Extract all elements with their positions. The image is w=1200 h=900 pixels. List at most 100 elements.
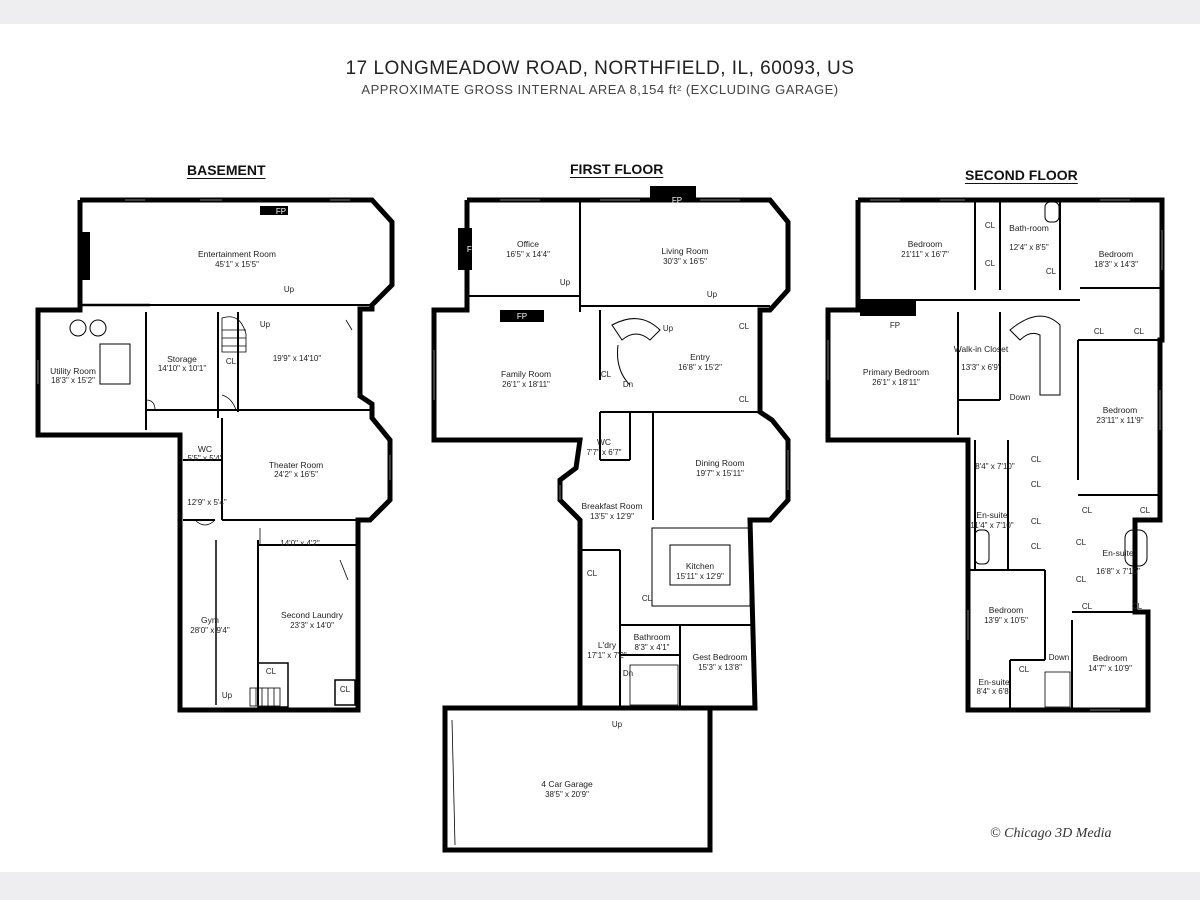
closet-label: CL xyxy=(226,357,237,366)
room-name: Bedroom xyxy=(989,605,1024,615)
credit-text: © Chicago 3D Media xyxy=(990,826,1112,841)
room-dims: 28'0" x 9'4" xyxy=(190,626,230,635)
room-name: Gym xyxy=(201,615,219,625)
room-dims: 13'5" x 12'9" xyxy=(590,512,634,521)
room-name: Storage xyxy=(167,354,197,364)
room-dims: 8'3" x 4'1" xyxy=(635,643,670,652)
fireplace-label: FP xyxy=(890,321,900,330)
room-name: Family Room xyxy=(501,369,551,379)
room-name: Utility Room xyxy=(50,366,96,376)
basement-plan xyxy=(35,197,395,713)
room-dims: 19'7" x 15'11" xyxy=(696,469,744,478)
room-name: Bedroom xyxy=(908,239,943,249)
room-dims: 23'11" x 11'9" xyxy=(1096,416,1143,425)
up-label: Up xyxy=(222,691,233,700)
closet-label: CL xyxy=(642,594,653,603)
first-floor-label: FIRST FLOOR xyxy=(570,161,664,177)
room-dims: 24'2" x 16'5" xyxy=(274,470,318,479)
room-dims: 8'4" x 7'10" xyxy=(975,462,1015,471)
room-dims: 15'3" x 13'8" xyxy=(698,663,742,672)
second-floor-labels: Bedroom 21'11" x 16'7" Bath-room 12'4" x… xyxy=(863,221,1151,696)
closet-label: CL xyxy=(1019,665,1030,674)
fireplace-label: FP xyxy=(517,312,527,321)
basement-labels: Entertainment Room 45'1" x 15'5" Utility… xyxy=(50,207,351,700)
room-dims: 11'4" x 7'10" xyxy=(970,521,1013,530)
room-dims: 13'9" x 10'5" xyxy=(984,616,1028,625)
room-name: 4 Car Garage xyxy=(541,779,593,789)
room-dims: 14'10" x 10'1" xyxy=(158,364,206,373)
room-name: Office xyxy=(517,239,539,249)
room-name: Living Room xyxy=(661,246,708,256)
room-dims: 14'7" x 10'9" xyxy=(1088,664,1132,673)
room-dims: 14'0" x 4'2" xyxy=(280,539,320,548)
room-name: En-suite xyxy=(1102,548,1133,558)
second-floor-plan xyxy=(825,197,1165,713)
room-dims: 17'1" x 7'2" xyxy=(587,651,627,660)
room-name: Entertainment Room xyxy=(198,249,276,259)
first-floor-outer-wall xyxy=(431,197,791,853)
room-dims: 8'4" x 6'8" xyxy=(977,687,1012,696)
room-dims: 26'1" x 18'11" xyxy=(502,380,550,389)
closet-label: CL xyxy=(601,370,612,379)
room-name: Bathroom xyxy=(634,632,671,642)
first-floor-plan xyxy=(431,186,791,853)
down-label: Dn xyxy=(623,669,633,678)
fireplace-label: FP xyxy=(467,245,477,254)
room-name: Second Laundry xyxy=(281,610,344,620)
room-name: Primary Bedroom xyxy=(863,367,929,377)
room-dims: 18'3" x 15'2" xyxy=(51,376,95,385)
room-name: Dining Room xyxy=(695,458,744,468)
closet-label: CL xyxy=(1132,602,1143,611)
room-dims: 30'3" x 16'5" xyxy=(663,257,707,266)
closet-label: CL xyxy=(1076,575,1087,584)
down-label: Dn xyxy=(623,380,633,389)
closet-label: CL xyxy=(1031,455,1042,464)
room-dims: 38'5" x 20'9" xyxy=(545,790,589,799)
room-dims: 21'11" x 16'7" xyxy=(901,250,949,259)
room-dims: 12'9" x 5'4" xyxy=(187,498,227,507)
room-name: L'dry xyxy=(598,640,617,650)
second-floor-label: SECOND FLOOR xyxy=(965,167,1078,183)
up-label: Up xyxy=(260,320,271,329)
room-name: Breakfast Room xyxy=(582,501,643,511)
room-name: Bedroom xyxy=(1099,249,1134,259)
closet-label: CL xyxy=(1140,506,1151,515)
up-label: Up xyxy=(284,285,295,294)
room-name: Walk-in Closet xyxy=(954,344,1009,354)
closet-label: CL xyxy=(985,221,996,230)
second-floor-outer-wall xyxy=(825,197,1165,713)
room-dims: 7'7" x 6'7" xyxy=(587,448,622,457)
room-dims: 13'3" x 6'9" xyxy=(961,363,1001,372)
fireplace-label: FP xyxy=(672,196,682,205)
bottom-band xyxy=(0,872,1200,900)
down-label: Down xyxy=(1049,653,1069,662)
closet-label: CL xyxy=(1076,538,1087,547)
closet-label: CL xyxy=(1082,602,1093,611)
closet-label: CL xyxy=(1134,327,1145,336)
room-dims: 45'1" x 15'5" xyxy=(215,260,259,269)
room-name: Bedroom xyxy=(1093,653,1128,663)
closet-label: CL xyxy=(739,395,750,404)
closet-label: CL xyxy=(1094,327,1105,336)
fireplace-label: FP xyxy=(276,207,286,216)
basement-label: BASEMENT xyxy=(187,162,266,178)
room-name: WC xyxy=(198,444,212,454)
area-note: APPROXIMATE GROSS INTERNAL AREA 8,154 ft… xyxy=(361,82,839,97)
room-dims: 16'8" x 7'10" xyxy=(1096,567,1140,576)
room-name: WC xyxy=(597,437,611,447)
closet-label: CL xyxy=(266,667,277,676)
closet-label: CL xyxy=(985,259,996,268)
room-dims: 16'8" x 15'2" xyxy=(678,363,722,372)
first-floor-labels: Office 16'5" x 14'4" Living Room 30'3" x… xyxy=(467,196,750,799)
room-dims: 16'5" x 14'4" xyxy=(506,250,550,259)
room-name: Gest Bedroom xyxy=(693,652,748,662)
closet-label: CL xyxy=(1082,506,1093,515)
address-title: 17 LONGMEADOW ROAD, NORTHFIELD, IL, 6009… xyxy=(345,58,855,79)
basement-outer-wall xyxy=(35,197,395,713)
room-dims: 12'4" x 8'5" xyxy=(1009,243,1049,252)
room-dims: 19'9" x 14'10" xyxy=(273,354,321,363)
closet-label: CL xyxy=(1031,542,1042,551)
room-dims: 18'3" x 14'3" xyxy=(1094,260,1138,269)
